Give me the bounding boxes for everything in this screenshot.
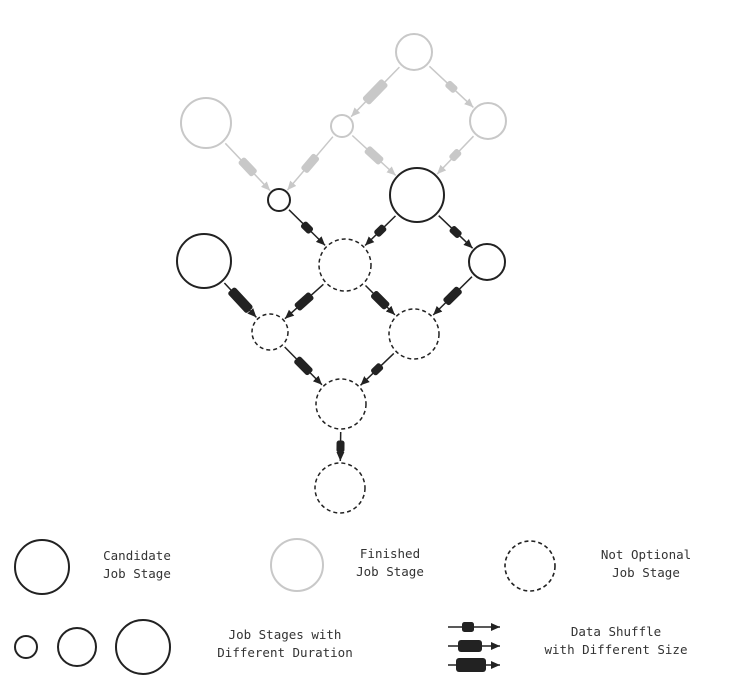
legend-not-optional: Not Optional Job Stage xyxy=(504,540,691,592)
legend-candidate-symbol xyxy=(14,539,70,595)
shuffle-edge-e13 xyxy=(432,276,473,316)
legend-shuffle-small-symbol xyxy=(448,622,500,632)
job-stage-f-left xyxy=(180,97,232,149)
job-stage-c-left xyxy=(176,233,232,289)
job-stage-c-right xyxy=(468,243,506,281)
shuffle-edge-e15 xyxy=(359,352,395,386)
shuffle-size-marker-e3 xyxy=(238,157,257,177)
shuffle-edge-e16 xyxy=(336,431,345,462)
shuffle-size-marker-e15 xyxy=(371,363,384,376)
shuffle-edge-e7 xyxy=(288,209,326,246)
legend-shuffle-large-symbol xyxy=(448,658,500,672)
nodes-layer xyxy=(176,33,507,514)
legend-finished: Finished Job Stage xyxy=(270,538,424,592)
shuffle-size-marker-e7 xyxy=(300,221,314,234)
legend-candidate-line2: Job Stage xyxy=(103,566,171,581)
legend-candidate: Candidate Job Stage xyxy=(14,539,171,595)
legend-not-optional-line1: Not Optional xyxy=(601,547,691,562)
legend-shuffle-medium-symbol xyxy=(448,640,500,652)
edges-layer xyxy=(223,65,475,462)
shuffle-edge-e14 xyxy=(284,346,323,386)
legend-candidate-line1: Candidate xyxy=(103,548,171,563)
legend-not-optional-symbol xyxy=(504,540,556,592)
job-stage-c-small xyxy=(267,188,291,212)
legend-duration-medium-symbol xyxy=(57,627,97,667)
shuffle-size-marker-e12 xyxy=(370,290,390,310)
shuffle-size-marker-e16 xyxy=(336,440,345,453)
shuffle-edge-e3 xyxy=(224,142,271,192)
legend-duration-short-symbol xyxy=(14,635,38,659)
shuffle-edge-e11 xyxy=(284,283,324,320)
shuffle-size-marker-e11 xyxy=(294,292,314,311)
job-stage-n-bottom xyxy=(314,462,366,514)
shuffle-size-marker-e2 xyxy=(445,80,458,93)
shuffle-size-marker-e1 xyxy=(362,79,388,105)
shuffle-edge-e6 xyxy=(436,135,475,175)
job-stage-n-lower xyxy=(315,378,367,430)
legend-shuffle-line1: Data Shuffle xyxy=(571,624,661,639)
shuffle-size-marker-e5 xyxy=(364,146,384,165)
legend-durations-line2: Different Duration xyxy=(217,645,352,660)
job-stage-n-right xyxy=(388,308,440,360)
job-stage-f-right xyxy=(469,102,507,140)
legend-durations: Job Stages with Different Duration xyxy=(14,619,353,675)
shuffle-edge-e10 xyxy=(223,282,257,318)
shuffle-size-marker-e6 xyxy=(449,149,462,162)
job-stage-f-mid xyxy=(330,114,354,138)
legend-finished-line2: Job Stage xyxy=(356,564,424,579)
legend-duration-long-symbol xyxy=(115,619,171,675)
job-stage-c-big xyxy=(389,167,445,223)
job-stage-n-left xyxy=(251,313,289,351)
legend-finished-line1: Finished xyxy=(360,546,420,561)
shuffle-edge-e4 xyxy=(286,136,334,191)
shuffle-edge-e8 xyxy=(364,215,397,247)
legend-shuffle: Data Shuffle with Different Size xyxy=(448,622,688,672)
legend-finished-symbol xyxy=(270,538,324,592)
shuffle-size-marker-e13 xyxy=(443,286,462,306)
shuffle-edge-e2 xyxy=(428,65,474,108)
job-stage-n-center xyxy=(318,238,372,292)
shuffle-size-marker-e8 xyxy=(374,224,387,237)
shuffle-size-marker-e4 xyxy=(301,153,320,173)
shuffle-edge-e5 xyxy=(351,134,397,176)
shuffle-edge-e1 xyxy=(350,66,400,118)
legend-durations-line1: Job Stages with xyxy=(229,627,342,642)
shuffle-edge-e12 xyxy=(364,284,396,316)
job-stage-f-top xyxy=(395,33,433,71)
shuffle-edge-e9 xyxy=(438,215,474,249)
legend-not-optional-line2: Job Stage xyxy=(612,565,680,580)
legend-shuffle-line2: with Different Size xyxy=(545,642,688,657)
shuffle-size-marker-e14 xyxy=(294,356,313,376)
shuffle-size-marker-e10 xyxy=(228,287,253,313)
shuffle-size-marker-e9 xyxy=(449,225,462,239)
